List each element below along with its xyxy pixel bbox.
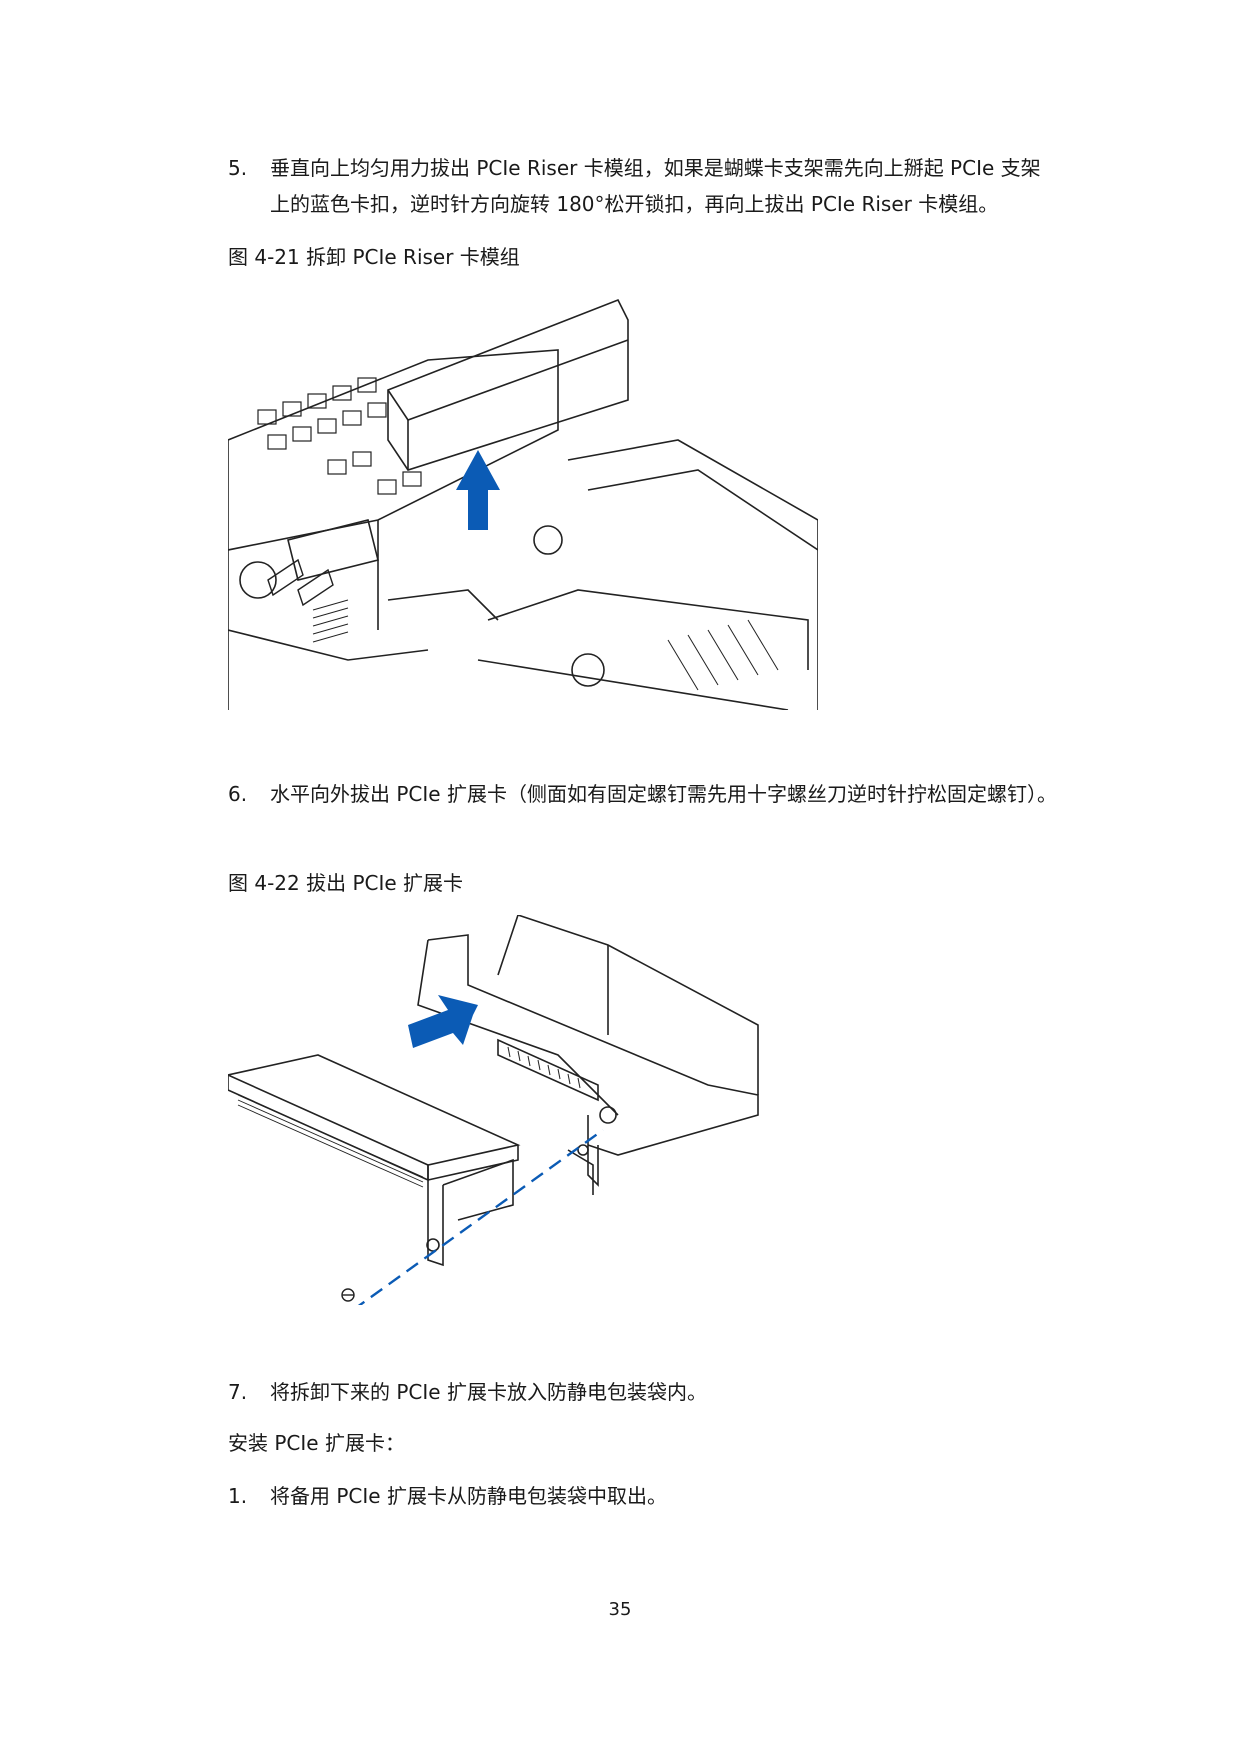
step-text: 水平向外拔出 PCIe 扩展卡（侧面如有固定螺钉需先用十字螺丝刀逆时针拧松固定螺… [270,782,1057,806]
install-heading: 安装 PCIe 扩展卡： [228,1431,405,1455]
step-text: 将拆卸下来的 PCIe 扩展卡放入防静电包装袋内。 [270,1380,707,1404]
screw-icon [341,1288,355,1302]
step-7: 7. 将拆卸下来的 PCIe 扩展卡放入防静电包装袋内。 [228,1374,1058,1410]
step-number: 7. [228,1380,248,1404]
figure-caption-4-22: 图 4-22 拔出 PCIe 扩展卡 [228,871,464,895]
figure-card-removal-illustration [228,915,759,1305]
step-text: 垂直向上均匀用力拔出 PCIe Riser 卡模组，如果是蝴蝶卡支架需先向上掰起… [270,156,1041,216]
page-number: 35 [608,1599,632,1620]
step-6: 6. 水平向外拔出 PCIe 扩展卡（侧面如有固定螺钉需先用十字螺丝刀逆时针拧松… [228,776,1058,812]
figure-riser-removal-illustration [228,298,818,710]
step-number: 6. [228,782,248,806]
step-5: 5. 垂直向上均匀用力拔出 PCIe Riser 卡模组，如果是蝴蝶卡支架需先向… [228,150,1058,222]
arrow-left-icon [408,995,478,1048]
figure-caption-4-21: 图 4-21 拆卸 PCIe Riser 卡模组 [228,245,520,269]
step-number: 5. [228,156,248,180]
install-step-1: 1. 将备用 PCIe 扩展卡从防静电包装袋中取出。 [228,1478,1058,1514]
step-text: 将备用 PCIe 扩展卡从防静电包装袋中取出。 [270,1484,667,1508]
arrow-up-icon [456,450,500,530]
step-number: 1. [228,1484,248,1508]
